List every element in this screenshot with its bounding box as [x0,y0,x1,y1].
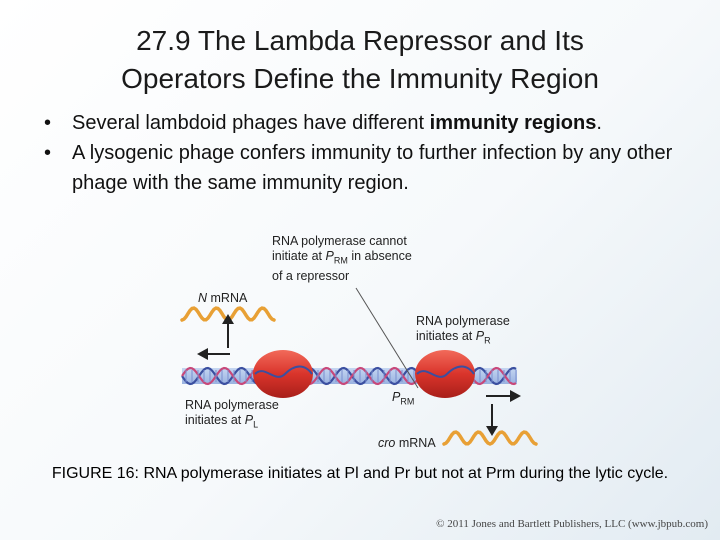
copyright-notice: © 2011 Jones and Bartlett Publishers, LL… [436,518,708,530]
label-pl-line-1: RNA polymerase [185,398,279,412]
prm-pointer-line [355,287,419,389]
label-cro-mrna: cro mRNA [378,436,436,450]
bullet-1-period: . [596,112,602,134]
label-pr-line-1: RNA polymerase [416,314,510,328]
bullet-list: • Several lambdoid phages have different… [30,108,680,198]
label-pl-initiation: RNA polymerase initiates at PL [185,398,279,433]
figure-illustration [180,287,538,446]
label-cannot-line-1: RNA polymerase cannot [272,234,407,248]
rna-polymerase-pr [415,350,475,398]
right-arrow-head [510,390,521,402]
label-prm: PRM [392,390,415,407]
down-arrow-head [486,426,498,436]
label-pl-line-2: initiates at PL [185,413,259,430]
bullet-1-bold: immunity regions [429,112,597,134]
label-pr-initiation: RNA polymerase initiates at PR [416,314,510,349]
label-n-mrna: N mRNA [198,291,248,305]
slide-title-line-1: 27.9 The Lambda Repressor and Its [136,25,584,56]
bullet-dot-2: • [44,142,52,164]
figure-caption: FIGURE 16: RNA polymerase initiates at P… [51,465,669,482]
label-cannot-initiate: RNA polymerase cannot initiate at PRM in… [272,234,412,284]
cro-mrna-wave [442,430,538,446]
bullet-item-1: • Several lambdoid phages have different… [30,108,680,138]
lambda-figure: RNA polymerase cannot initiate at PRM in… [170,228,560,458]
label-cannot-line-3: of a repressor [272,268,350,283]
up-arrow-head [222,314,234,324]
dna-front-strand-left [254,365,313,378]
label-cannot-line-2: initiate at PRM in absence [272,249,412,266]
rna-polymerase-pl [253,350,313,398]
slide-title: 27.9 The Lambda Repressor and Its Operat… [40,22,680,98]
bullet-1-text: Several lambdoid phages have different [72,112,430,134]
bullet-dot-1: • [44,112,52,134]
bullet-2-text: A lysogenic phage confers immunity to fu… [72,142,673,194]
label-pr-line-2: initiates at PR [416,329,491,346]
slide-title-line-2: Operators Define the Immunity Region [121,63,599,94]
bullet-item-2: • A lysogenic phage confers immunity to … [30,138,680,198]
dna-front-strand-right [416,365,475,378]
left-arrow-head [197,348,208,360]
